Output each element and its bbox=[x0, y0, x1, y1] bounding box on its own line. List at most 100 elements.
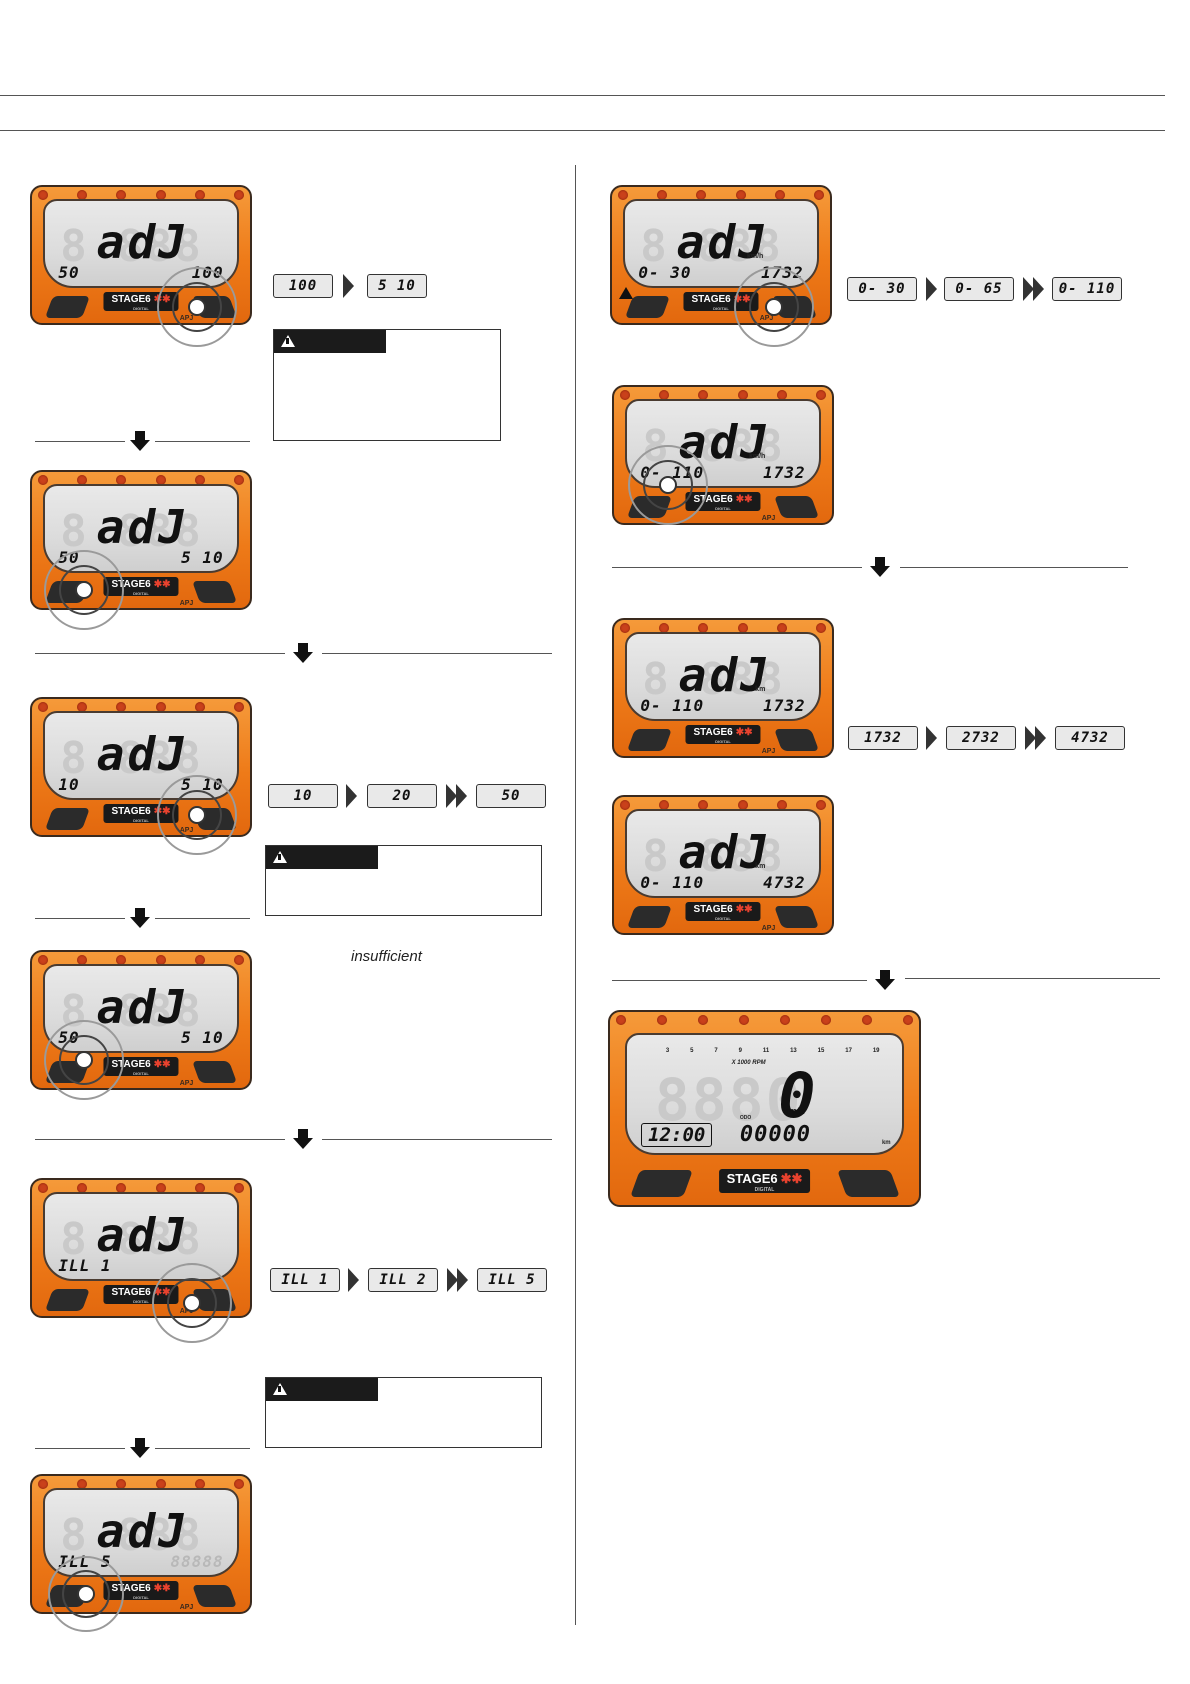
right-button[interactable] bbox=[765, 298, 783, 316]
display-main-text: adJ bbox=[97, 980, 189, 1034]
sequence-5-step-1: 1732 bbox=[848, 726, 918, 750]
next-step-arrow-icon bbox=[130, 431, 150, 451]
sequence-arrow-icon bbox=[457, 1268, 468, 1292]
sequence-3-step-1: ILL 1 bbox=[270, 1268, 340, 1292]
dashboard-figure-7: 8 888 adJ km/h 0- 30 1732 STAGE6✱✱DIGITA… bbox=[610, 185, 832, 325]
dashboard-figure-8: 8 888 adJ km/h 0- 110 1732 STAGE6✱✱DIGIT… bbox=[612, 385, 834, 525]
next-step-arrow-icon bbox=[870, 557, 890, 577]
left-button[interactable] bbox=[77, 1585, 95, 1603]
rpm-tick-labels: 35791113151719 bbox=[666, 1048, 880, 1054]
display-right-value: 1732 bbox=[763, 463, 806, 482]
separator-line bbox=[322, 1139, 552, 1140]
sequence-arrow-icon bbox=[1035, 726, 1046, 750]
sequence-5-step-2: 2732 bbox=[946, 726, 1016, 750]
display-right-value: 5 10 bbox=[181, 1028, 224, 1047]
sequence-arrow-icon bbox=[343, 274, 354, 298]
header-rule-bottom bbox=[0, 130, 1165, 131]
display-left-value: 0- 30 bbox=[638, 263, 691, 282]
display-left-value: 0- 110 bbox=[640, 873, 704, 892]
column-divider bbox=[575, 165, 576, 1625]
left-button[interactable] bbox=[75, 581, 93, 599]
display-main-text: adJ bbox=[97, 500, 189, 554]
dashboard-figure-4: 8 888 adJ 50 5 10 STAGE6✱✱DIGITAL APJ bbox=[30, 950, 252, 1090]
separator-line bbox=[905, 978, 1160, 979]
display-left-value: ILL 1 bbox=[58, 1256, 111, 1275]
display-left-value: 50 bbox=[58, 263, 79, 282]
sequence-arrow-icon bbox=[926, 277, 937, 301]
dashboard-figure-10: 8 888 adJ km 0- 110 4732 STAGE6✱✱DIGITAL… bbox=[612, 795, 834, 935]
right-button[interactable] bbox=[188, 806, 206, 824]
sequence-2-step-2: 20 bbox=[367, 784, 437, 808]
odometer-unit: km bbox=[882, 1140, 891, 1146]
odo-label: ODO bbox=[740, 1115, 751, 1121]
speed-unit-label: km/h bbox=[749, 453, 765, 460]
sequence-arrow-icon bbox=[348, 1268, 359, 1292]
dashboard-figure-6: 8 888 adJ ILL 5 88888 STAGE6✱✱DIGITAL AP… bbox=[30, 1474, 252, 1614]
warning-box-3 bbox=[265, 1377, 542, 1448]
dashboard-figure-2: 8 888 adJ 50 5 10 STAGE6✱✱DIGITAL APJ bbox=[30, 470, 252, 610]
right-button[interactable] bbox=[188, 298, 206, 316]
separator-line bbox=[155, 441, 250, 442]
next-step-arrow-icon bbox=[130, 908, 150, 928]
dashboard-figure-11: 35791113151719 X 1000 RPM 8880 0 km/h OD… bbox=[608, 1010, 921, 1207]
separator-line bbox=[35, 918, 125, 919]
display-main-text: adJ bbox=[97, 727, 189, 781]
speed-readout: 0 bbox=[778, 1059, 815, 1132]
sequence-1-step-1: 100 bbox=[273, 274, 333, 298]
separator-line bbox=[612, 980, 867, 981]
next-step-arrow-icon bbox=[875, 970, 895, 990]
note-text: insufficient bbox=[351, 948, 422, 965]
clock-display: 12:00 bbox=[641, 1123, 712, 1147]
dashboard-figure-9: 8 888 adJ km 0- 110 1732 STAGE6✱✱DIGITAL… bbox=[612, 618, 834, 758]
next-step-arrow-icon bbox=[293, 643, 313, 663]
sequence-1-step-2: 5 10 bbox=[367, 274, 427, 298]
display-right-value: 5 10 bbox=[181, 548, 224, 567]
sequence-5-step-3: 4732 bbox=[1055, 726, 1125, 750]
separator-line bbox=[155, 918, 250, 919]
sequence-3-step-3: ILL 5 bbox=[477, 1268, 547, 1292]
display-main-text: adJ bbox=[97, 1504, 189, 1558]
sequence-4-step-2: 0- 65 bbox=[944, 277, 1014, 301]
separator-line bbox=[35, 1448, 125, 1449]
sequence-2-step-3: 50 bbox=[476, 784, 546, 808]
display-main-text: adJ bbox=[677, 215, 769, 269]
display-main-text: adJ bbox=[97, 215, 189, 269]
sequence-4-step-3: 0- 110 bbox=[1052, 277, 1122, 301]
left-button[interactable] bbox=[75, 1051, 93, 1069]
warning-light-icon bbox=[619, 287, 633, 299]
sequence-3-step-2: ILL 2 bbox=[368, 1268, 438, 1292]
separator-line bbox=[900, 567, 1128, 568]
sequence-arrow-icon bbox=[1033, 277, 1044, 301]
display-main-text: adJ bbox=[679, 825, 771, 879]
separator-line bbox=[322, 653, 552, 654]
speed-unit-label: km/h bbox=[747, 253, 763, 260]
sequence-arrow-icon bbox=[346, 784, 357, 808]
stage6-logo: STAGE6✱✱DIGITAL bbox=[685, 902, 760, 921]
display-right-value: 1732 bbox=[763, 696, 806, 715]
display-main-text: adJ bbox=[679, 648, 771, 702]
separator-line bbox=[35, 653, 285, 654]
sequence-arrow-icon bbox=[456, 784, 467, 808]
distance-unit-label: km bbox=[755, 863, 765, 870]
display-right-value: 4732 bbox=[763, 873, 806, 892]
separator-line bbox=[612, 567, 862, 568]
display-left-value: 0- 110 bbox=[640, 696, 704, 715]
left-button[interactable] bbox=[659, 476, 677, 494]
dashboard-figure-1: 8 888 adJ 50 100 STAGE6✱✱DIGITAL APJ bbox=[30, 185, 252, 325]
speed-unit-label: km/h bbox=[784, 1106, 805, 1116]
display-main-text: adJ bbox=[97, 1208, 189, 1262]
warning-box-1 bbox=[273, 329, 501, 441]
distance-unit-label: km bbox=[755, 686, 765, 693]
next-step-arrow-icon bbox=[130, 1438, 150, 1458]
sequence-arrow-icon bbox=[926, 726, 937, 750]
stage6-logo: STAGE6✱✱DIGITAL bbox=[719, 1169, 811, 1193]
dashboard-figure-3: 8 888 adJ 10 5 10 STAGE6✱✱DIGITAL APJ bbox=[30, 697, 252, 837]
separator-line bbox=[35, 1139, 285, 1140]
right-button[interactable] bbox=[183, 1294, 201, 1312]
display-right-value: 88888 bbox=[170, 1552, 223, 1571]
dashboard-figure-5: 8 888 adJ ILL 1 STAGE6✱✱DIGITAL APJ bbox=[30, 1178, 252, 1318]
odometer-value: 00000 bbox=[740, 1122, 811, 1147]
stage6-logo: STAGE6✱✱DIGITAL bbox=[685, 725, 760, 744]
warning-box-2 bbox=[265, 845, 542, 916]
next-step-arrow-icon bbox=[293, 1129, 313, 1149]
